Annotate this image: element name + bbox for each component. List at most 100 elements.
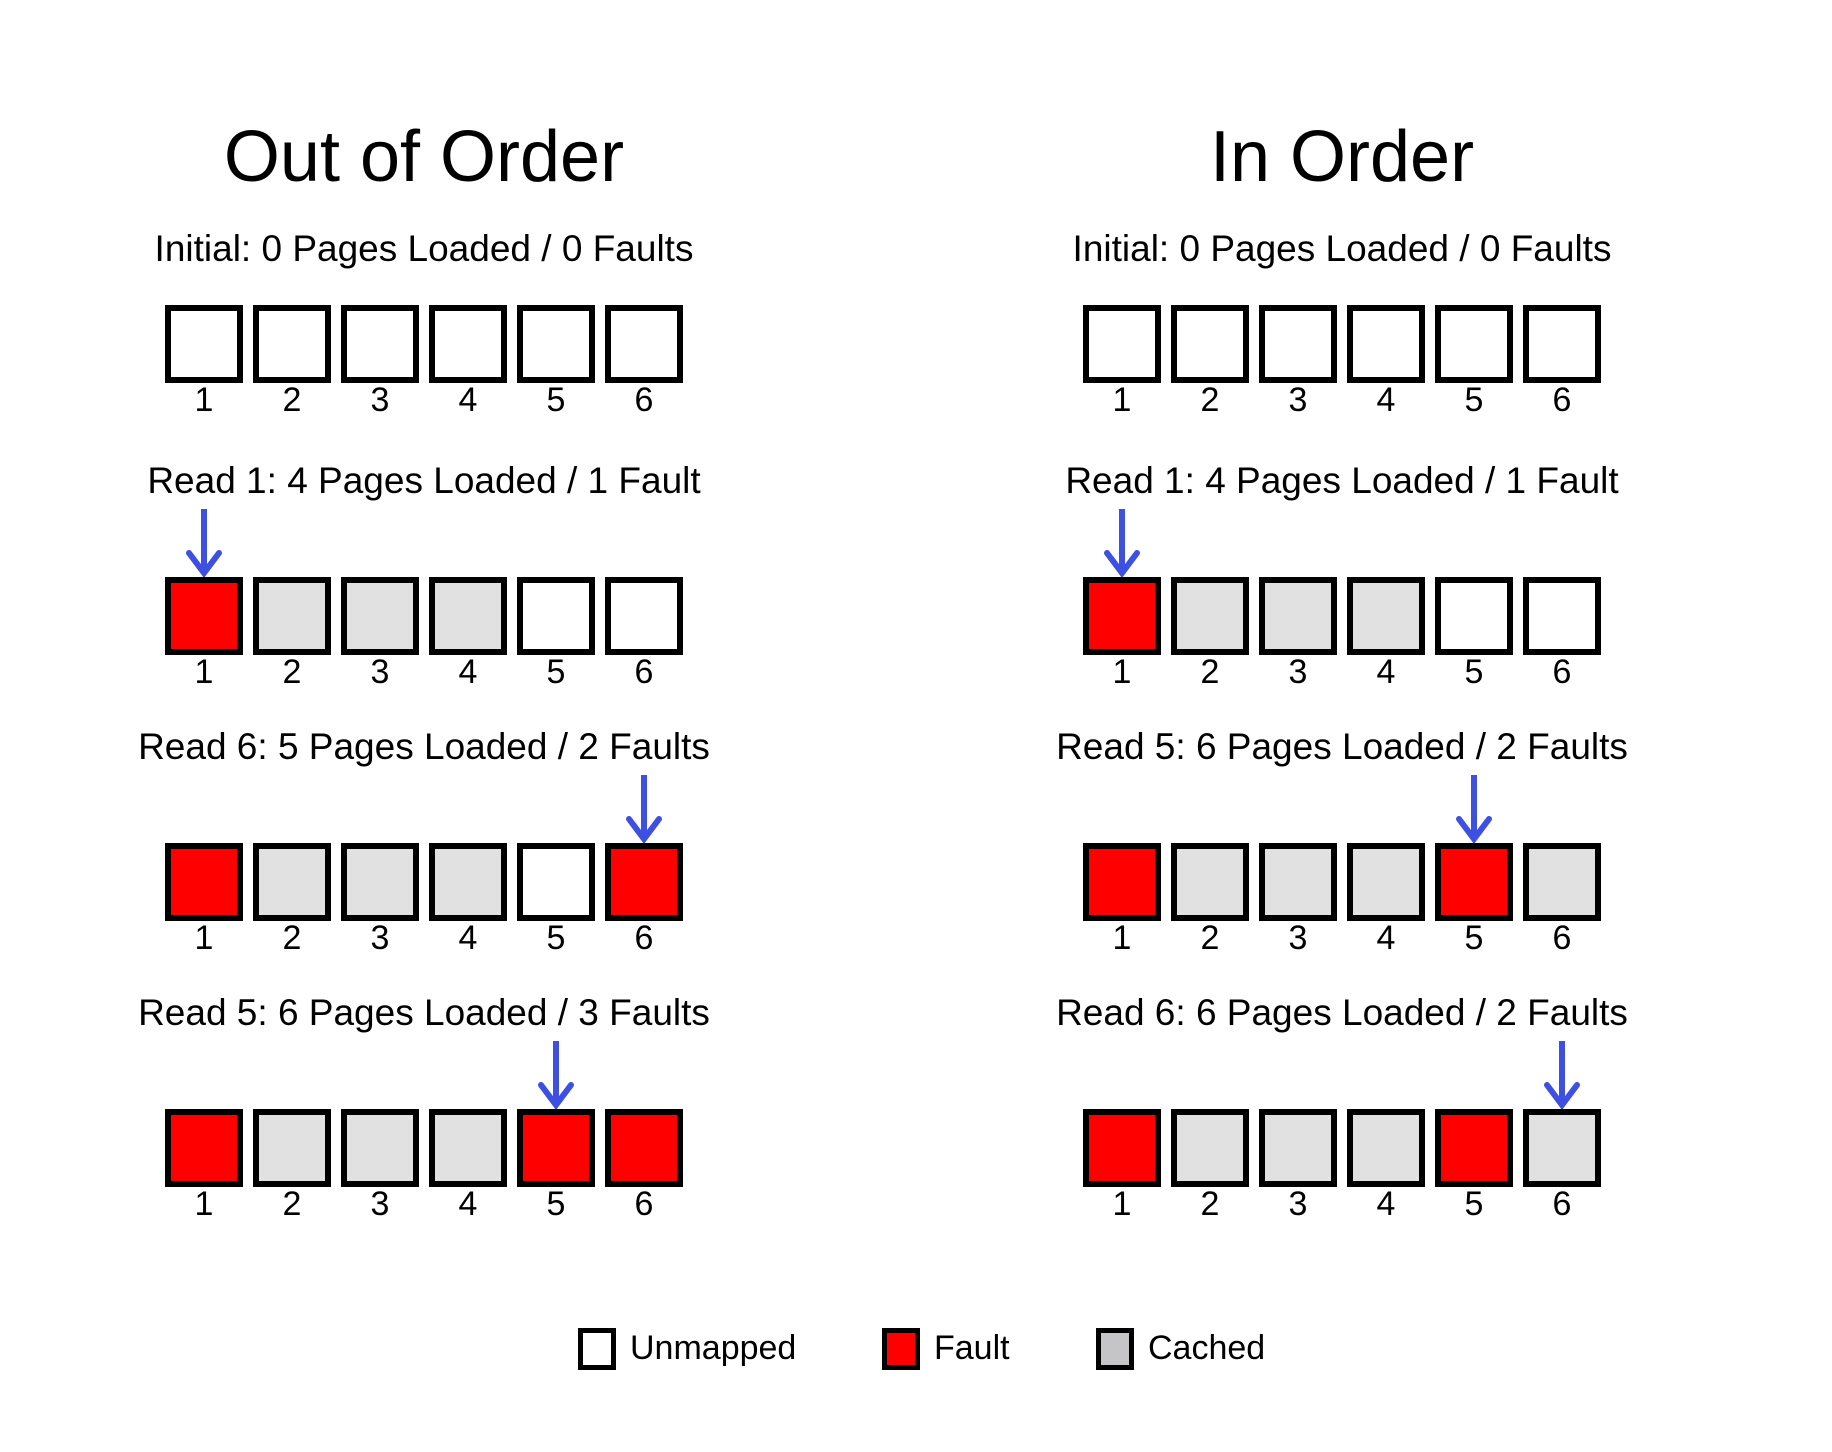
frame-number: 3 [370,1185,390,1223]
frame-3-cached [341,1109,419,1187]
frame-number: 5 [1464,653,1484,691]
frame-number: 6 [1552,919,1572,957]
frame-2-cached [1171,577,1249,655]
frame-numbers-row: 1 2 3 4 5 6 [1083,1185,1601,1223]
read-arrow-icon [182,507,226,578]
column-title-in-order: In Order [1209,117,1475,197]
frame-number: 6 [634,653,654,691]
frame-4-cached [429,1109,507,1187]
frame-number: 5 [546,1185,566,1223]
frame-6-unmapped [605,305,683,383]
frame-3-cached [341,577,419,655]
frame-number: 2 [1200,653,1220,691]
frame-4-cached [1347,843,1425,921]
frame-number: 5 [546,381,566,419]
frame-4-cached [1347,1109,1425,1187]
frame-number: 4 [458,381,478,419]
read-arrow-icon [622,773,666,844]
frame-number: 3 [1288,919,1308,957]
frame-1-fault [1083,577,1161,655]
frame-4-cached [429,843,507,921]
frame-number: 3 [1288,381,1308,419]
fault-swatch-icon [882,1328,920,1370]
frame-5-fault [517,1109,595,1187]
stage-label: Read 1: 4 Pages Loaded / 1 Fault [1065,460,1619,501]
page-frames-row [1083,305,1601,383]
frame-6-fault [605,843,683,921]
frame-number: 3 [370,919,390,957]
frame-4-unmapped [429,305,507,383]
legend-item-unmapped: Unmapped [578,1328,796,1370]
page-frames-row [165,305,683,383]
frame-number: 5 [1464,1185,1484,1223]
page-frames-row [165,577,683,655]
page-frames-row [1083,1109,1601,1187]
page-frames-row [1083,843,1601,921]
column-in-order: In Order Initial: 0 Pages Loaded / 0 Fau… [1032,0,1652,1452]
frame-1-fault [1083,1109,1161,1187]
frame-3-unmapped [1259,305,1337,383]
stage-label: Initial: 0 Pages Loaded / 0 Faults [1072,228,1612,269]
column-out-of-order: Out of Order Initial: 0 Pages Loaded / 0… [114,0,734,1452]
frame-3-cached [1259,843,1337,921]
page-frames-row [165,1109,683,1187]
frame-5-unmapped [1435,305,1513,383]
frame-3-cached [1259,577,1337,655]
frame-number: 5 [546,653,566,691]
frame-5-unmapped [517,577,595,655]
cached-swatch-icon [1096,1328,1134,1370]
frame-1-unmapped [1083,305,1161,383]
read-arrow-icon [534,1039,578,1110]
frame-5-unmapped [517,843,595,921]
frame-2-cached [1171,843,1249,921]
legend-label-fault: Fault [934,1329,1010,1368]
frame-number: 2 [1200,919,1220,957]
frame-2-cached [253,1109,331,1187]
frame-number: 3 [1288,1185,1308,1223]
stage-label: Read 6: 5 Pages Loaded / 2 Faults [138,726,710,767]
frame-1-fault [1083,843,1161,921]
frame-number: 6 [634,1185,654,1223]
frame-number: 1 [1112,1185,1132,1223]
frame-6-cached [1523,843,1601,921]
frame-number: 4 [458,653,478,691]
frame-number: 6 [1552,1185,1572,1223]
frame-number: 1 [1112,653,1132,691]
frame-number: 2 [282,919,302,957]
frame-number: 1 [1112,381,1132,419]
frame-number: 2 [1200,381,1220,419]
frame-2-unmapped [1171,305,1249,383]
frame-1-unmapped [165,305,243,383]
frame-number: 2 [1200,1185,1220,1223]
frame-number: 5 [546,919,566,957]
frame-number: 3 [370,381,390,419]
unmapped-swatch-icon [578,1328,616,1370]
frame-number: 4 [1376,1185,1396,1223]
frame-3-unmapped [341,305,419,383]
frame-number: 4 [1376,653,1396,691]
frame-number: 1 [194,1185,214,1223]
frame-number: 2 [282,653,302,691]
frame-number: 1 [1112,919,1132,957]
legend-item-fault: Fault [882,1328,1010,1370]
page-frames-row [165,843,683,921]
read-arrow-icon [1452,773,1496,844]
frame-6-fault [605,1109,683,1187]
frame-number: 1 [194,653,214,691]
frame-5-fault [1435,843,1513,921]
read-arrow-icon [1540,1039,1584,1110]
frame-number: 3 [1288,653,1308,691]
frame-number: 6 [634,919,654,957]
frame-5-fault [1435,1109,1513,1187]
frame-3-cached [1259,1109,1337,1187]
frame-4-cached [1347,577,1425,655]
frame-3-cached [341,843,419,921]
